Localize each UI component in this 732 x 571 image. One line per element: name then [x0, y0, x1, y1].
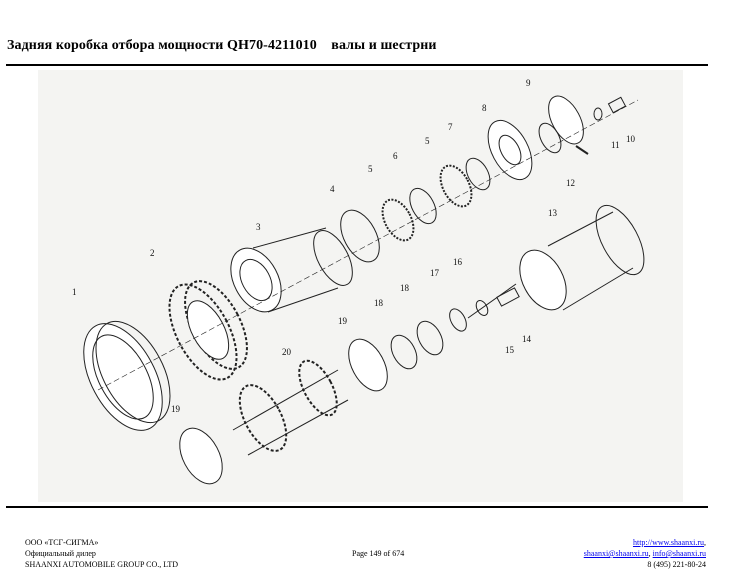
part-11-washer: [593, 107, 603, 121]
part-3-sleeve: [230, 227, 353, 313]
part-17-ring: [449, 308, 467, 332]
header-rule: [6, 64, 708, 66]
email-separator: ,: [648, 549, 653, 558]
part-4-ring: [340, 209, 380, 263]
website-suffix: ,: [704, 538, 706, 547]
part-14-fitting: [496, 287, 520, 307]
part-18-ring-a: [416, 320, 444, 356]
part-19-bearing-b: [179, 427, 223, 485]
callout-4: 4: [330, 184, 335, 194]
callout-2: 2: [150, 248, 155, 258]
callout-8: 8: [482, 103, 487, 113]
callout-12: 12: [566, 178, 575, 188]
footer-left: ООО «ТСГ-СИГМА» Официальный дилер SHAANX…: [25, 537, 178, 570]
part-7-ring: [465, 157, 491, 191]
callout-6: 6: [393, 151, 398, 161]
footer-manufacturer: SHAANXI AUTOMOBILE GROUP CO., LTD: [25, 560, 179, 569]
callout-13: 13: [548, 208, 558, 218]
part-5-needle-bearing: [381, 164, 473, 242]
footer-right: http://www.shaanxi.ru, shaanxi@shaanxi.r…: [584, 537, 706, 570]
callout-5a: 5: [368, 164, 373, 174]
callout-18b: 18: [374, 298, 384, 308]
title-sub: валы и шестрни: [331, 38, 437, 53]
part-12-pin: [575, 145, 589, 155]
callout-5b: 5: [425, 136, 430, 146]
callout-16: 16: [453, 257, 463, 267]
part-20-shaft-gear: [232, 359, 349, 456]
footer-dealer: Официальный дилер: [25, 549, 96, 558]
part-6-ring: [409, 187, 437, 225]
callout-20: 20: [282, 347, 292, 357]
callout-17: 17: [430, 268, 440, 278]
part-15-washer: [475, 300, 489, 316]
part-16-rod: [467, 283, 517, 319]
page-number: Page 149 of 674: [352, 549, 405, 558]
callout-7: 7: [448, 122, 453, 132]
callout-1: 1: [72, 287, 77, 297]
part-1-ring: [83, 320, 171, 431]
callout-3: 3: [256, 222, 261, 232]
part-9-cover: [538, 95, 584, 154]
part-2-gear: [168, 280, 248, 381]
footer-company: ООО «ТСГ-СИГМА»: [25, 538, 99, 547]
part-18-ring-b: [390, 334, 418, 370]
part-13-housing: [519, 204, 645, 311]
title-main: Задняя коробка отбора мощности QH70-4211…: [7, 38, 317, 53]
callout-14: 14: [522, 334, 532, 344]
part-19-bearing-a: [348, 338, 388, 392]
exploded-parts-diagram: 1 2 3 4 5 5 6 7 8 9 10 11 12 13 14 15 16…: [38, 70, 683, 502]
callout-labels: 1 2 3 4 5 5 6 7 8 9 10 11 12 13 14 15 16…: [72, 78, 636, 414]
callout-18a: 18: [400, 283, 410, 293]
footer-rule: [6, 506, 708, 508]
email-link-info[interactable]: info@shaanxi.ru: [652, 549, 706, 558]
callout-10: 10: [626, 134, 636, 144]
callout-15: 15: [505, 345, 515, 355]
callout-19a: 19: [338, 316, 348, 326]
callout-19b: 19: [171, 404, 181, 414]
website-link[interactable]: http://www.shaanxi.ru: [632, 538, 704, 547]
part-8-bearing: [487, 120, 533, 180]
callout-9: 9: [526, 78, 531, 88]
page-title: Задняя коробка отбора мощности QH70-4211…: [7, 38, 437, 54]
footer-phone: 8 (495) 221-80-24: [647, 560, 706, 569]
part-10-bolt: [607, 96, 627, 114]
callout-11: 11: [611, 140, 620, 150]
email-link-shaanxi[interactable]: shaanxi@shaanxi.ru: [583, 549, 649, 558]
